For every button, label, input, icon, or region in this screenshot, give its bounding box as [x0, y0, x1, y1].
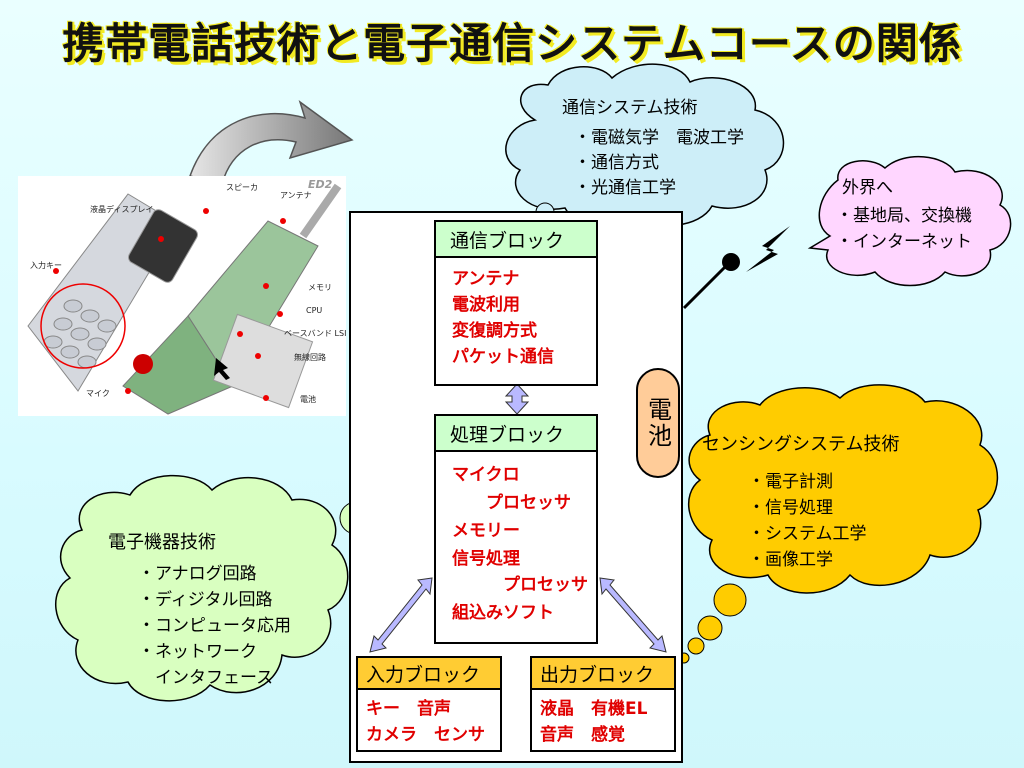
- label-display: 液晶ディスプレイ: [90, 205, 154, 214]
- label-input-key: 入力キー: [30, 261, 62, 270]
- arrow-proc-output: [599, 577, 667, 653]
- cloud-sensing-item-1: ・電子計測: [748, 472, 833, 492]
- block-proc-line-1: マイクロ: [452, 465, 520, 485]
- block-comm-line-3: 変復調方式: [452, 321, 537, 341]
- cloud-comm-item-2: ・通信方式: [574, 153, 659, 173]
- lightning-icon: [746, 226, 790, 272]
- cloud-sensing-shape: [687, 384, 999, 594]
- block-input-line-2: カメラ センサ: [366, 725, 485, 745]
- cloud-comm-item-3: ・光通信工学: [574, 178, 676, 198]
- cloud-sensing-item-2: ・信号処理: [748, 498, 833, 518]
- cloud-outside-shape: [807, 155, 1012, 287]
- page-title: 携帯電話技術と電子通信システムコースの関係: [62, 19, 962, 68]
- arrow-proc-input: [369, 577, 433, 653]
- label-antenna: アンテナ: [280, 191, 312, 200]
- phone-drawing: [27, 183, 342, 415]
- block-input-line-1: キー 音声: [366, 699, 451, 719]
- block-input-title: 入力ブロック: [358, 658, 500, 690]
- block-comm-line-2: 電波利用: [452, 295, 520, 315]
- cloud-electronic-heading: 電子機器技術: [108, 532, 216, 553]
- block-proc-line-6: 組込みソフト: [452, 603, 554, 623]
- cloud-outside-item-2: ・インターネット: [836, 232, 972, 252]
- label-speaker: スピーカ: [226, 183, 258, 192]
- cloud-sensing-heading: センシングシステム技術: [702, 434, 900, 455]
- cloud-comm-heading: 通信システム技術: [562, 98, 698, 118]
- block-comm-line-4: パケット通信: [452, 347, 554, 367]
- block-output-line-1: 液晶 有機EL: [540, 699, 648, 719]
- block-proc-title: 処理ブロック: [436, 416, 596, 452]
- block-comm-line-1: アンテナ: [452, 269, 520, 289]
- block-proc-line-2: プロセッサ: [452, 493, 571, 513]
- cloud-outside-item-1: ・基地局、交換機: [836, 206, 972, 226]
- label-radio: 無線回路: [294, 353, 326, 362]
- label-cpu: CPU: [306, 306, 323, 315]
- cloud-outside-heading: 外界へ: [842, 178, 893, 198]
- label-memory: メモリ: [308, 283, 332, 292]
- block-proc: 処理ブロック マイクロ プロセッサ メモリー 信号処理 プロセッサ 組込みソフト: [434, 414, 598, 644]
- cloud-comm-item-1: ・電磁気学 電波工学: [574, 128, 744, 148]
- curved-gray-arrow: [189, 100, 354, 185]
- cloud-electronic-item-1: ・アナログ回路: [138, 564, 257, 584]
- block-comm-title: 通信ブロック: [436, 222, 596, 258]
- battery-label: 電池: [636, 368, 680, 478]
- label-baseband: ベースバンド LSI: [284, 329, 347, 338]
- cloud-electronic-item-4: ・ネットワーク: [138, 642, 257, 662]
- label-battery-part: 電池: [300, 395, 316, 404]
- cloud-electronic-item-2: ・ディジタル回路: [138, 590, 273, 610]
- block-proc-line-3: メモリー: [452, 521, 520, 541]
- label-mic: マイク: [86, 389, 110, 398]
- cloud-sensing-item-3: ・システム工学: [748, 524, 867, 544]
- block-output-line-2: 音声 感覚: [540, 725, 625, 745]
- cloud-electronic-item-5: インタフェース: [138, 668, 274, 688]
- block-proc-line-5: プロセッサ: [452, 575, 588, 595]
- phone-illustration: ED2 スピーカ アンテナ 液晶ディスプレイ 入力キー メモリ CPU ベースバ…: [18, 176, 346, 416]
- cloud-sensing-item-4: ・画像工学: [748, 550, 833, 570]
- phone-logo: ED2: [308, 178, 333, 191]
- block-output: 出力ブロック 液晶 有機EL 音声 感覚: [530, 656, 676, 752]
- cloud-electronic-shape: [55, 474, 349, 702]
- block-proc-line-4: 信号処理: [452, 549, 520, 569]
- block-input: 入力ブロック キー 音声 カメラ センサ: [356, 656, 502, 752]
- block-output-title: 出力ブロック: [532, 658, 674, 690]
- cloud-electronic-item-3: ・コンピュータ応用: [138, 616, 291, 636]
- block-comm: 通信ブロック アンテナ 電波利用 変復調方式 パケット通信: [434, 220, 598, 386]
